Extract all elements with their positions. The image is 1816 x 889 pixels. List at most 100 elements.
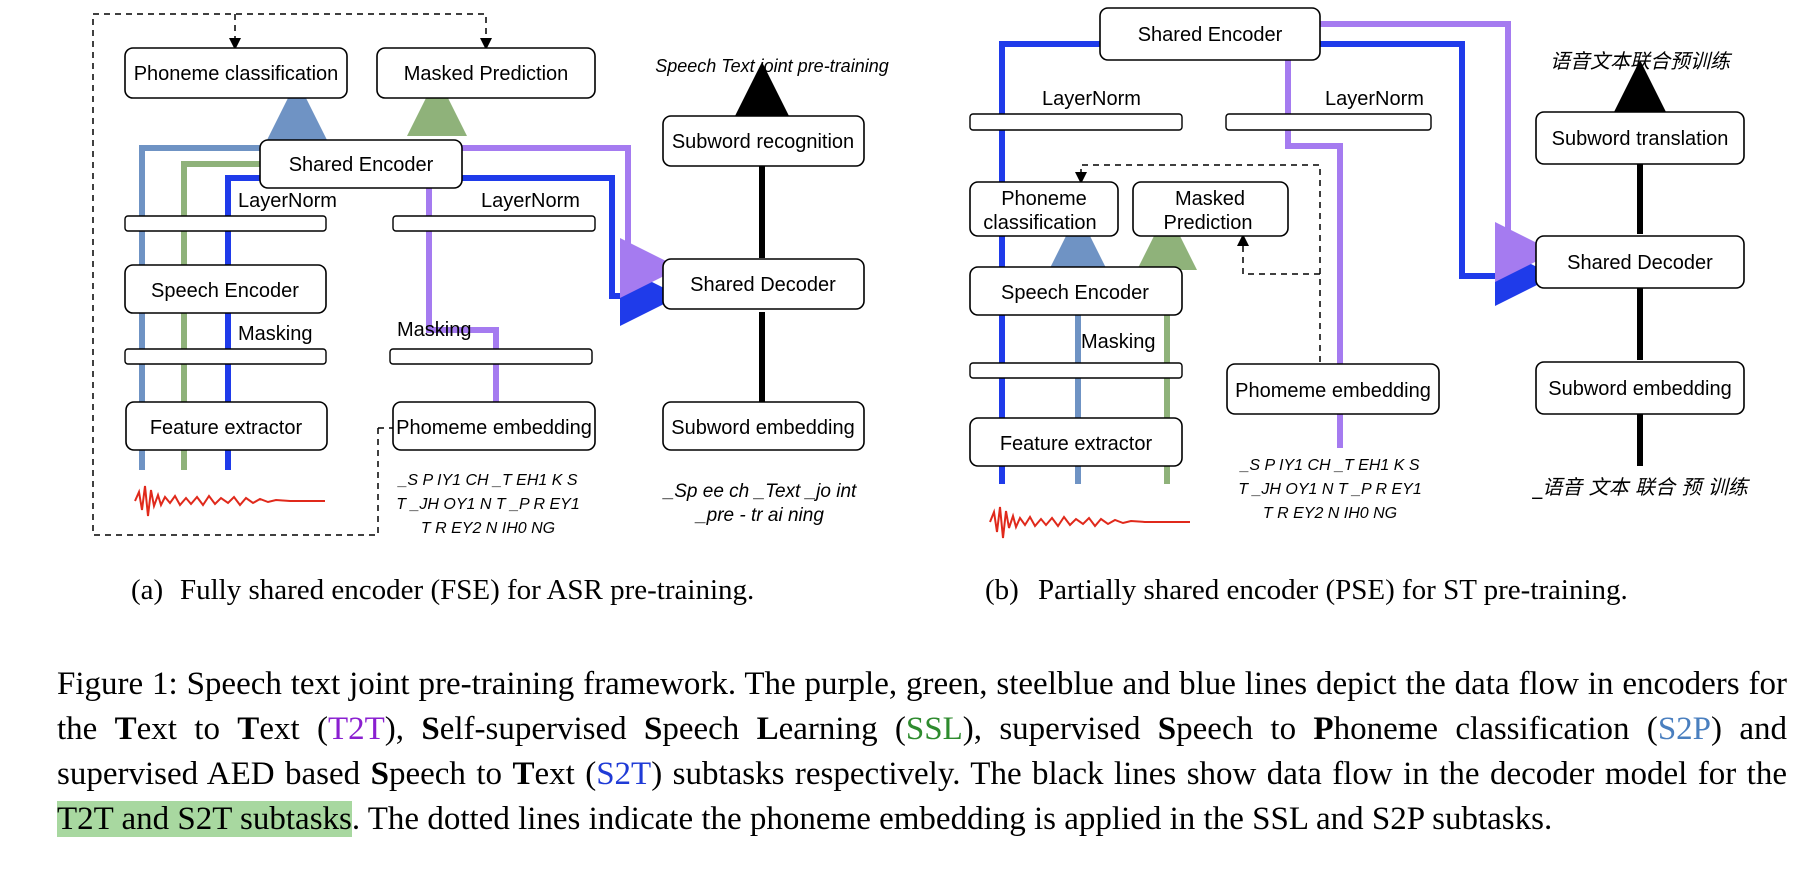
feature-extractor-box-a [125,401,328,451]
caption-suffix: . The dotted lines indicate the phoneme … [351,801,1553,837]
phoneme-classification-label2-b: classification [983,212,1096,234]
caption-label-a: (a) [131,574,163,606]
masking-bar-b [969,362,1183,379]
caption-run: honeme classification ( [1333,711,1658,747]
caption-run: peech [662,711,757,747]
masked-prediction-label2-b: Prediction [1164,212,1253,234]
dotted-embedding-branch-b [1237,234,1320,275]
subword-tokens-line2-a: _pre - tr ai ning [694,505,824,526]
caption-tag-s2t: S2T [596,756,652,792]
phoneme-classification-label1-b: Phoneme [1001,188,1087,210]
decoder-title-b: 语音文本联合预训练 [1550,49,1733,73]
caption-bold: S [643,711,663,747]
panel-a: Phoneme classification Masked Prediction… [92,13,889,606]
phoneme-classification-label-a: Phoneme classification [134,63,339,85]
shared-encoder-box-b [1099,7,1321,61]
speech-encoder-box-b [969,266,1183,316]
subword-translation-box-b [1535,111,1745,165]
masking-bar-right-a [389,348,593,365]
waveform-b [989,506,1190,539]
subword-embedding-box-b [1535,361,1745,415]
caption-label-b: (b) [985,574,1019,606]
masking-label-right-a: Masking [397,319,471,341]
masked-prediction-label-a: Masked Prediction [404,63,569,85]
caption-bold: P [1313,711,1334,747]
subword-embedding-box-a [662,401,865,451]
caption-run: peech to [388,756,513,792]
caption-run: peech to [1176,711,1314,747]
caption-run: ext ( [534,756,597,792]
phoneme-classification-box-a [124,47,348,99]
masking-label-b: Masking [1081,331,1155,353]
caption-run: elf-supervised [439,711,644,747]
caption-tag-t2t: T2T [327,711,385,747]
caption-bold: L [756,711,779,747]
layernorm-label-left-b: LayerNorm [1042,88,1141,110]
caption-highlight: T2T and S2T subtasks [57,801,352,837]
phoneme-embedding-label-b: Phomeme embedding [1235,380,1431,402]
phoneme-embedding-label-a: Phomeme embedding [396,417,592,439]
caption-run: earning ( [778,711,906,747]
feature-extractor-label-b: Feature extractor [1000,433,1153,455]
phoneme-tokens-line2-a: T _JH OY1 N T _P R EY1 [396,496,579,513]
caption-bold: T [512,756,535,792]
speech-encoder-box-a [124,264,327,314]
caption-text-b: Partially shared encoder (PSE) for ST pr… [1038,574,1628,606]
purple-flow-b [1285,21,1525,448]
caption-bold: S [421,711,440,747]
caption-bold: S [1157,711,1177,747]
layernorm-bar-right-b [1225,113,1432,131]
subword-embedding-label-b: Subword embedding [1548,378,1731,400]
caption-bold: T [237,711,260,747]
speech-encoder-label-a: Speech Encoder [151,280,299,302]
caption-bold: S [370,756,389,792]
layernorm-bar-right-a [392,215,596,232]
speech-encoder-label-b: Speech Encoder [1001,282,1149,304]
caption-prefix: Figure 1: Speech text joint pre-training… [57,666,1787,747]
phoneme-tokens-line1-b: _S P IY1 CH _T EH1 K S [1238,457,1419,474]
masking-label-left-a: Masking [238,323,312,345]
phoneme-tokens-line3-b: T R EY2 N IH0 NG [1263,505,1397,522]
masking-bar-left-a [124,348,327,365]
layernorm-bar-left-a [124,215,327,232]
caption-bold: T [114,711,137,747]
feature-extractor-label-a: Feature extractor [150,417,303,439]
layernorm-label-right-a: LayerNorm [481,190,580,212]
masked-prediction-label1-b: Masked [1175,188,1245,210]
purple-flow-a [426,145,650,408]
shared-decoder-box-b [1535,235,1745,289]
panel-b: Shared Encoder LayerNorm LayerNorm Phone… [969,7,1751,606]
subword-recognition-box-a [662,115,865,167]
subword-recognition-label-a: Subword recognition [672,131,854,153]
masked-prediction-box-b [1132,181,1289,237]
caption-text-a: Fully shared encoder (FSE) for ASR pre-t… [180,574,754,606]
figure-caption: Figure 1: Speech text joint pre-training… [57,662,1787,842]
layernorm-label-right-b: LayerNorm [1325,88,1424,110]
shared-encoder-label-a: Shared Encoder [289,154,434,176]
layernorm-label-left-a: LayerNorm [238,190,337,212]
caption-run: ) and supervised AED based [57,711,1787,792]
caption-run: ext ( [259,711,328,747]
subword-tokens-line1-a: _Sp ee ch _Text _jo int [662,481,857,502]
subword-translation-label-b: Subword translation [1552,128,1729,150]
caption-tag-s2p: S2P [1657,711,1712,747]
caption-tag-ssl: SSL [905,711,963,747]
waveform-a [134,485,325,517]
subword-embedding-label-a: Subword embedding [671,417,854,439]
subword-tokens-b: _语音 文本 联合 预 训练 [1531,475,1750,499]
shared-decoder-label-b: Shared Decoder [1567,252,1713,274]
shared-decoder-box-a [662,258,865,310]
masked-prediction-box-a [376,47,596,99]
shared-encoder-box-a [259,139,463,189]
green-flow-a [181,161,262,470]
phoneme-embedding-box-a [392,401,596,451]
feature-extractor-box-b [969,417,1183,467]
caption-run: ), [384,711,422,747]
phoneme-embedding-box-b [1226,363,1440,415]
phoneme-tokens-line2-b: T _JH OY1 N T _P R EY1 [1238,481,1421,498]
phoneme-tokens-line1-a: _S P IY1 CH _T EH1 K S [396,472,577,489]
phoneme-tokens-line3-a: T R EY2 N IH0 NG [421,520,555,537]
caption-run: ) subtasks respectively. The black lines… [651,756,1787,792]
shared-encoder-label-b: Shared Encoder [1138,24,1283,46]
